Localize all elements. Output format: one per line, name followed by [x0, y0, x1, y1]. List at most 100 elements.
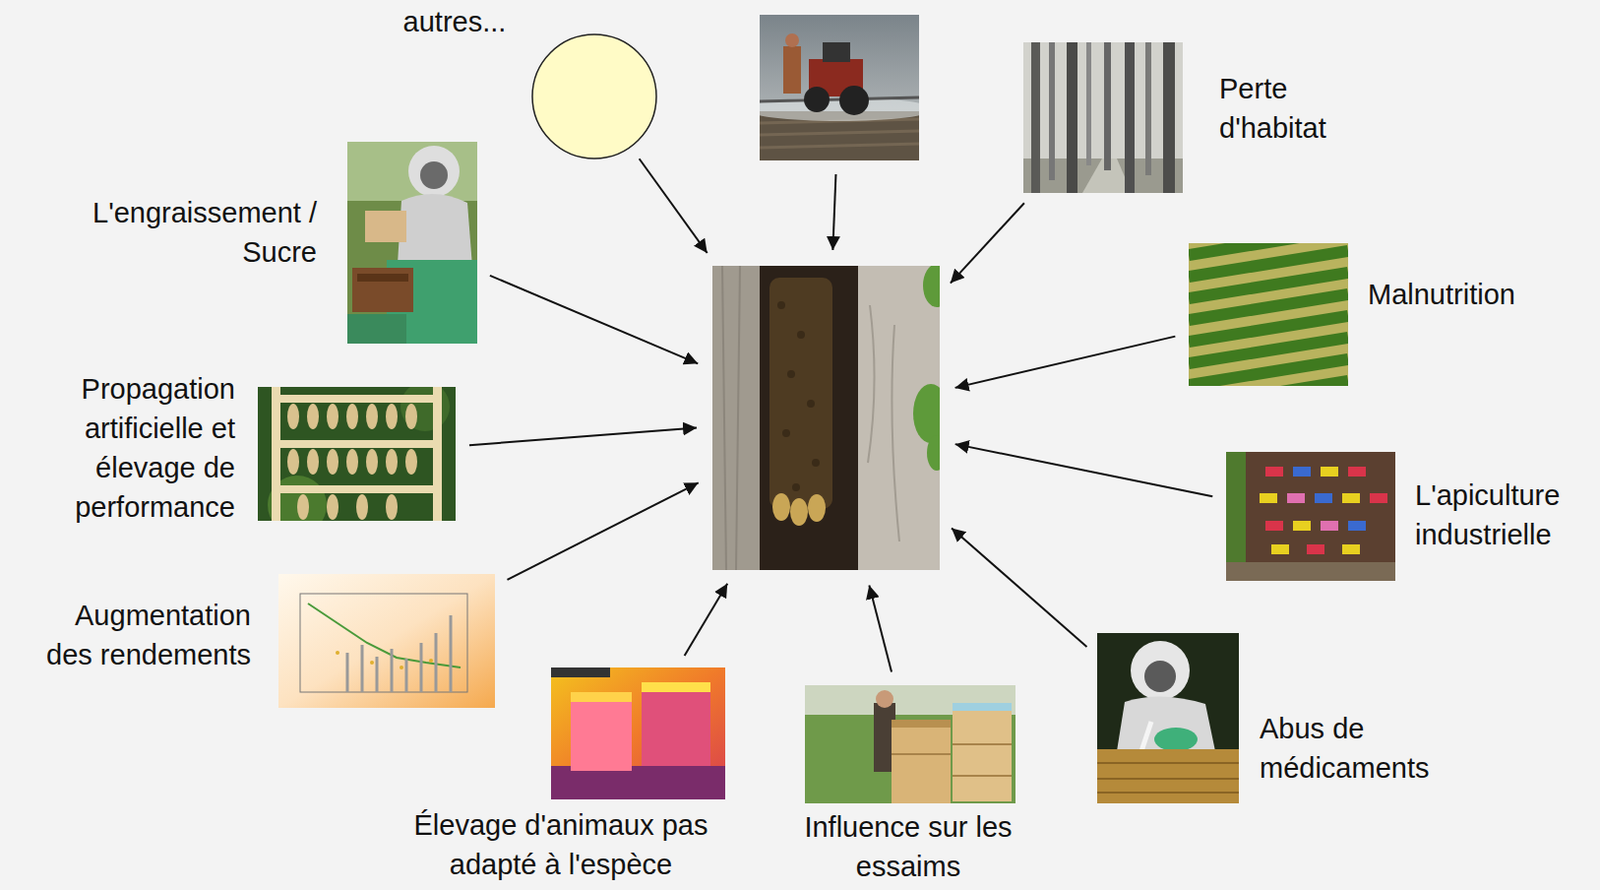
tree-hive-photo — [712, 263, 951, 570]
industrial-hive-photo-part — [1226, 451, 1246, 581]
node-label: Abus de médicaments — [1259, 708, 1467, 788]
tree-hive-photo-part-part — [913, 383, 949, 443]
tractor-photo-part — [783, 46, 801, 94]
arrow-connector — [868, 584, 892, 672]
queen-frame-photo-part — [271, 485, 442, 493]
swarm-photo-part — [891, 719, 951, 803]
photo-node — [759, 14, 920, 161]
tree-hive-photo-part-part — [811, 458, 820, 467]
tree-hive-photo-part — [913, 263, 951, 471]
node-label: L'engraissement / Sucre — [59, 192, 317, 272]
feeding-photo-part — [420, 161, 448, 189]
yield-chart-image-part-part — [429, 658, 433, 663]
queen-frame-photo-part-part — [326, 448, 339, 475]
yield-chart-image-part — [335, 650, 433, 670]
tree-hive-photo-part-part — [790, 497, 808, 526]
industrial-hive-photo-part-part — [1292, 466, 1311, 477]
tractor-photo-part — [839, 85, 869, 116]
thermal-photo-part — [641, 681, 711, 692]
tree-hive-photo-part — [759, 265, 859, 570]
forest-photo-part — [1086, 42, 1092, 166]
tree-hive-photo-part — [772, 492, 826, 526]
queen-frame-photo-part-part — [366, 448, 378, 475]
yield-chart-image-part-part — [420, 642, 424, 692]
tree-hive-photo-part-part — [772, 492, 791, 521]
forest-photo — [1023, 42, 1183, 193]
industrial-hive-photo-part-part — [1259, 492, 1278, 503]
tractor-photo — [745, 14, 933, 161]
forest-photo-part — [1104, 42, 1111, 171]
feeding-photo-part — [347, 141, 478, 344]
arrow-connector — [955, 443, 1214, 496]
industrial-hive-photo — [1226, 451, 1396, 581]
industrial-hive-photo-part-part — [1292, 520, 1311, 531]
medication-photo — [1097, 632, 1239, 803]
node-label: Perte d'habitat — [1219, 68, 1392, 148]
industrial-hive-photo-part-part — [1265, 466, 1284, 477]
industrial-hive-photo-part-part — [1306, 544, 1325, 554]
yield-chart-image-part-part — [390, 648, 394, 692]
swarm-photo-part — [891, 743, 1012, 776]
tree-hive-photo-part-part — [787, 369, 796, 378]
tractor-photo-part — [745, 97, 933, 122]
arrow-connector — [950, 202, 1025, 283]
node-label: Élevage d'animaux pas adapté à l'espèce — [403, 804, 719, 884]
yield-chart-image-part-part — [434, 632, 438, 692]
thermal-photo — [551, 667, 726, 800]
forest-photo-part — [1145, 42, 1152, 176]
arrow-connector — [506, 482, 698, 580]
industrial-hive-photo-part-part — [1320, 466, 1339, 477]
yield-chart-image-part-part — [449, 615, 453, 692]
field-photo-part — [1188, 229, 1349, 407]
swarm-photo-part — [875, 689, 894, 708]
photo-node: L'engraissement / Sucre — [347, 141, 478, 344]
arrow-connector — [951, 527, 1087, 647]
tree-hive-photo-part-part — [797, 330, 805, 339]
industrial-hive-photo-part-part — [1320, 520, 1339, 531]
photo-node: Perte d'habitat — [1023, 42, 1183, 193]
feeding-photo-part — [365, 210, 407, 243]
node-label: Malnutrition — [1367, 274, 1593, 314]
tree-hive-photo-part-part — [807, 493, 826, 522]
medication-photo-part — [1154, 727, 1198, 751]
forest-photo-part — [1048, 42, 1055, 181]
photo-node: Malnutrition — [1188, 243, 1349, 386]
tree-hive-photo-part-part — [792, 483, 800, 492]
medication-photo-part — [1097, 762, 1239, 793]
arrow-connector — [955, 336, 1176, 388]
tree-hive-photo-part — [867, 305, 900, 542]
yield-chart-image-part-part — [335, 650, 340, 655]
arrow-connector — [469, 428, 697, 446]
medication-photo-part — [1097, 632, 1239, 803]
forest-photo-part — [1124, 42, 1135, 193]
queen-frame-photo-part-part — [326, 403, 339, 430]
node-label: L'apiculture industrielle — [1415, 475, 1595, 554]
thermal-photo-part — [551, 667, 611, 677]
queen-frame-photo-part — [271, 394, 442, 403]
yield-chart-image-part — [278, 573, 495, 708]
node-label: Influence sur les essaims — [779, 806, 1038, 886]
circle-shape — [531, 33, 658, 160]
thermal-photo-part — [551, 765, 726, 800]
swarm-photo-part — [952, 702, 1012, 711]
feeding-photo-part — [408, 145, 460, 197]
yield-chart-image-part-part — [375, 656, 379, 692]
arrow-connector — [684, 583, 729, 656]
tractor-photo-part — [803, 86, 830, 113]
industrial-hive-photo-part — [1259, 466, 1388, 554]
queen-frame-photo-part-part — [385, 493, 398, 520]
industrial-hive-photo-part-part — [1369, 492, 1388, 503]
node-label: Propagation artificielle et élevage de p… — [33, 369, 236, 527]
queen-frame-photo-part — [271, 439, 442, 448]
queen-frame-photo-part-part — [385, 403, 398, 430]
tractor-photo-part — [759, 119, 920, 148]
photo-node: Influence sur les essaims — [804, 684, 1016, 803]
photo-node: Élevage d'animaux pas adapté à l'espèce — [551, 667, 726, 800]
queen-frame-photo-part-part — [356, 493, 369, 520]
yield-chart-image-part-part — [369, 660, 374, 665]
tree-hive-photo-part — [712, 265, 940, 570]
forest-photo-part — [1066, 42, 1078, 193]
photo-node: Abus de médicaments — [1097, 632, 1239, 803]
thermal-photo-part — [570, 691, 632, 702]
yield-chart-image — [278, 573, 495, 708]
